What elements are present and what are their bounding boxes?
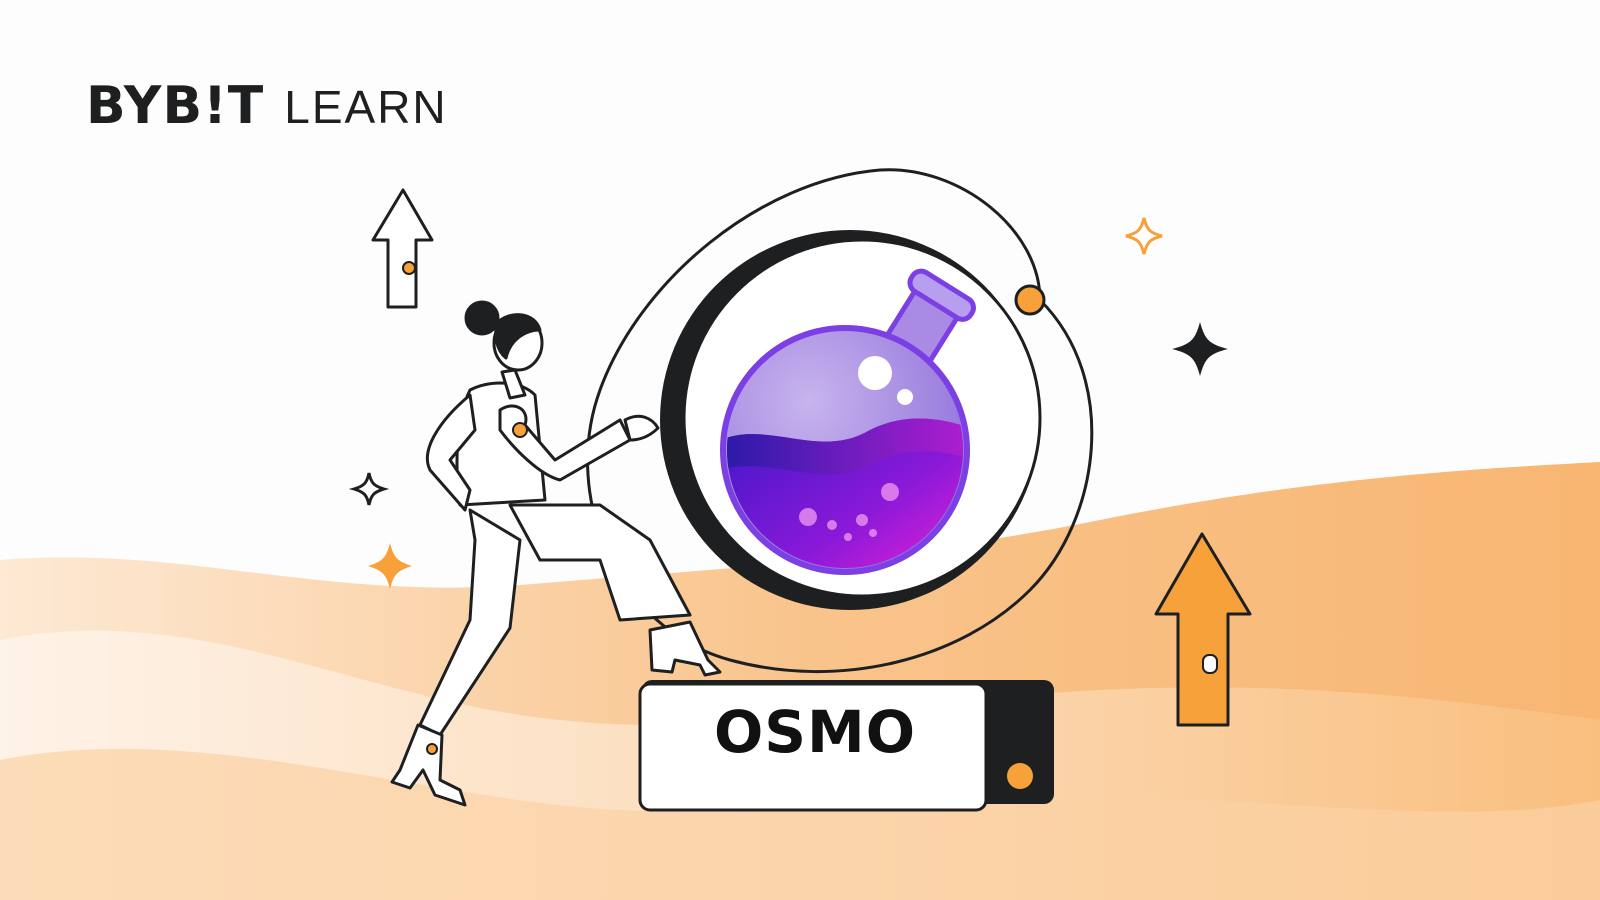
person-pushing-icon	[390, 300, 722, 807]
brand-name: BYB!T	[86, 76, 265, 136]
orbit-dot	[1014, 284, 1046, 316]
token-badge	[638, 680, 1054, 812]
token-label: OSMO	[713, 698, 917, 766]
brand-section: LEARN	[284, 81, 448, 133]
up-arrow-outline-icon	[371, 188, 434, 309]
brand-logo: BYB!T LEARN	[86, 80, 448, 132]
sparkle-icon	[348, 217, 1228, 589]
up-arrow-orange-icon	[1154, 532, 1252, 727]
potion-flask-icon	[720, 268, 976, 575]
